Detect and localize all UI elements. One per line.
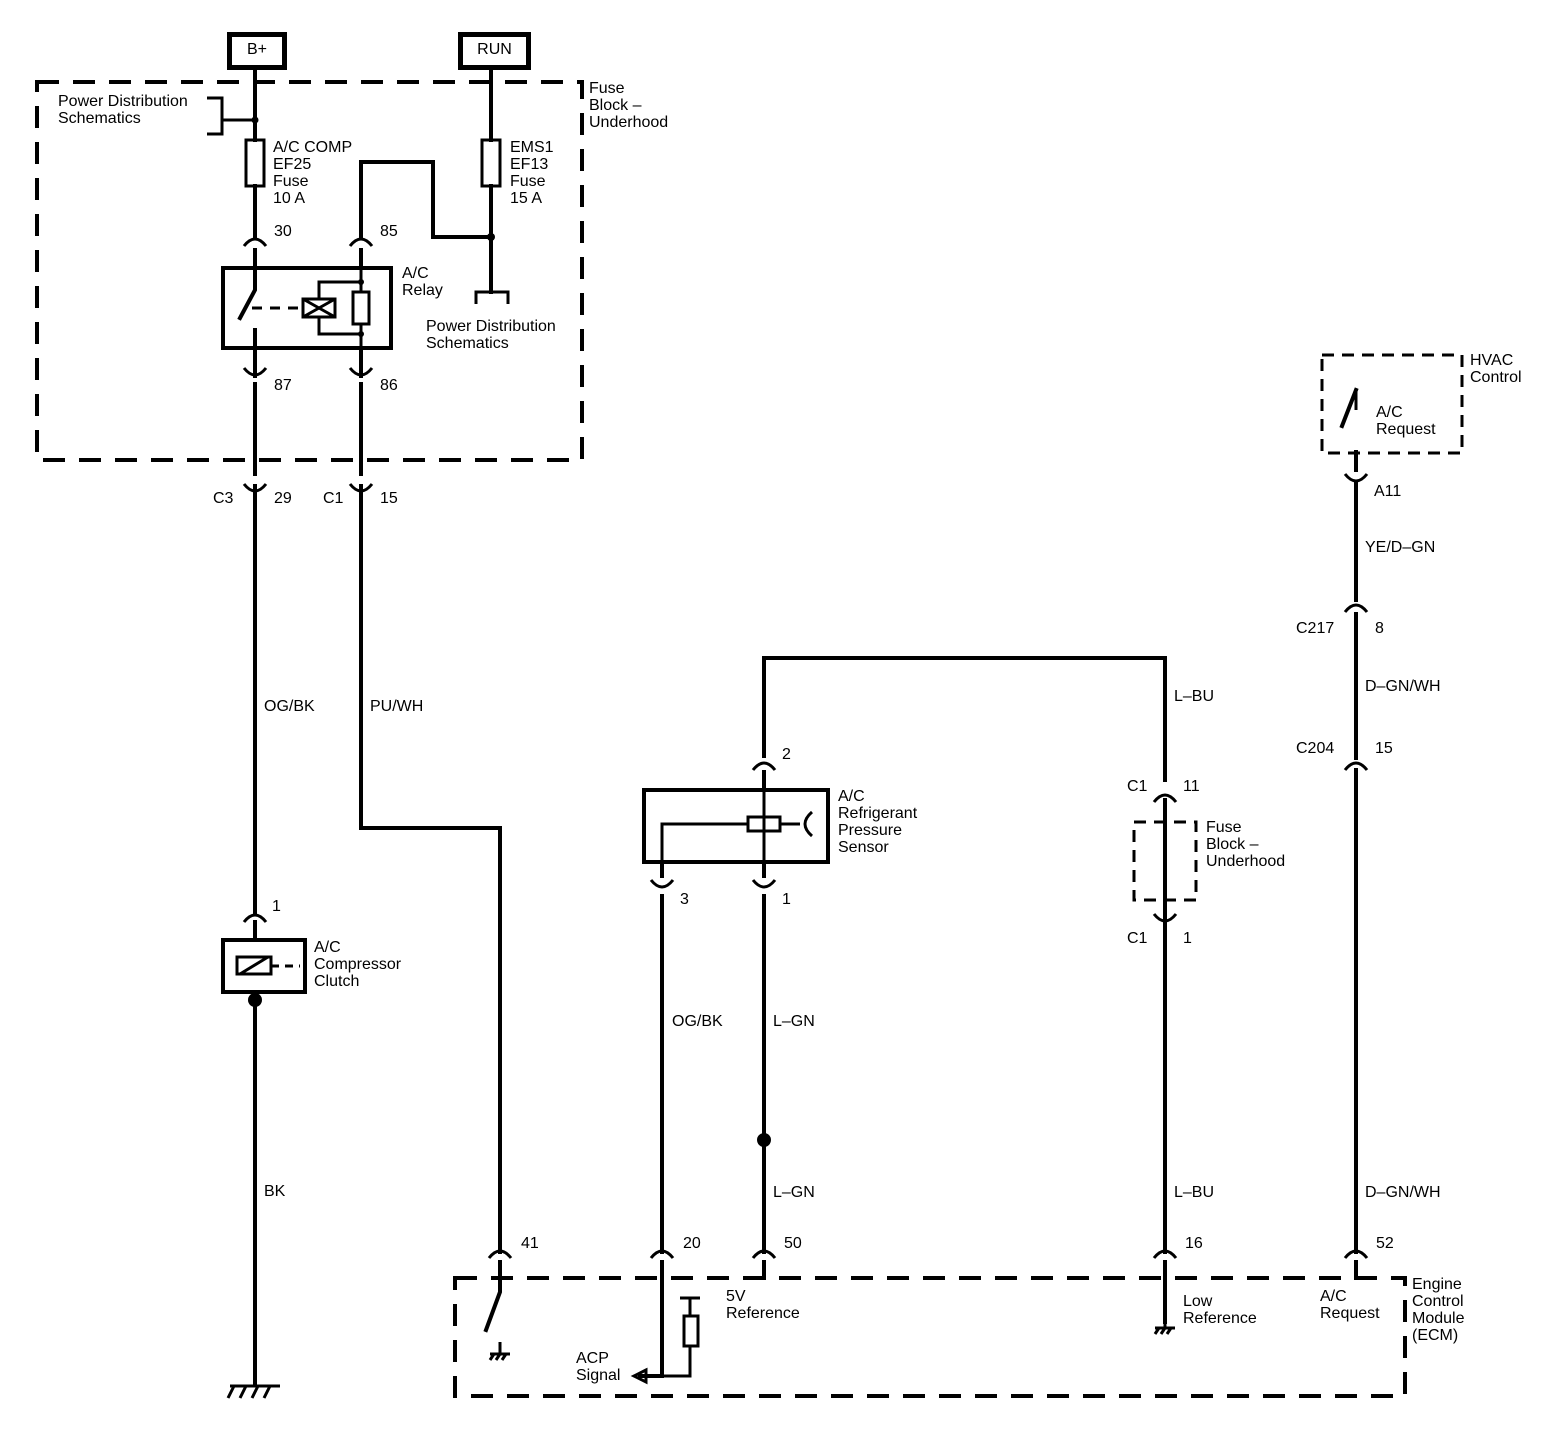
ecm-low-reference-label: Low Reference [1183, 1293, 1257, 1327]
wire-label-l-gn-2: L–GN [773, 1184, 815, 1201]
c204-label: C204 [1296, 740, 1335, 757]
wire-label-dgn-wh-1: D–GN/WH [1365, 678, 1441, 695]
fuse-ac-comp [244, 138, 266, 188]
c204-pin: 15 [1375, 740, 1393, 757]
c3-pin: 29 [274, 490, 292, 507]
c1a-label: C1 [323, 490, 344, 507]
pds-mid-bracket [474, 290, 510, 304]
ecm-pin-50: 50 [784, 1235, 802, 1252]
c1c-label: C1 [1127, 930, 1148, 947]
compressor-pin: 1 [272, 898, 281, 915]
wire-label-l-bu-1: L–BU [1174, 688, 1215, 705]
relay-box [221, 266, 393, 350]
pds-mid-label: Power Distribution Schematics [426, 318, 556, 352]
wire-label-pu-wh: PU/WH [370, 698, 424, 715]
fuse-block-outline [35, 80, 584, 462]
ecm-outline [453, 1276, 1407, 1398]
ecm-pin-52: 52 [1376, 1235, 1394, 1252]
hvac-switch-label: A/C Request [1376, 404, 1436, 438]
fuse-ems1-label: EMS1 EF13 Fuse 15 A [510, 139, 554, 207]
a11-label: A11 [1374, 483, 1402, 500]
wire-label-ye-dgn: YE/D–GN [1365, 539, 1436, 556]
pds-tap [207, 96, 255, 136]
wire-label-l-bu-2: L–BU [1174, 1184, 1215, 1201]
pin-87: 87 [274, 377, 292, 394]
sensor-box [642, 788, 830, 864]
hvac-control-outline [1320, 353, 1464, 455]
bplus-supply: B+ [227, 32, 287, 70]
wire-label-og-bk-2: OG/BK [672, 1013, 723, 1030]
sensor-pin-2: 2 [782, 746, 791, 763]
wire-label-bk: BK [264, 1183, 286, 1200]
wire-l-bu-top [762, 656, 1167, 1254]
fuse-ac-comp-label: A/C COMP EF25 Fuse 10 A [273, 139, 353, 207]
sensor-pin-1: 1 [782, 891, 791, 908]
c217-label: C217 [1296, 620, 1335, 637]
sensor-label: A/C Refrigerant Pressure Sensor [838, 788, 918, 856]
ground-1 [226, 1384, 280, 1399]
pin-30: 30 [274, 223, 292, 240]
compressor-label: A/C Compressor Clutch [314, 939, 402, 990]
ecm-pin-41: 41 [521, 1235, 539, 1252]
relay-coil-feed [359, 160, 493, 270]
ecm-label: Engine Control Module (ECM) [1412, 1276, 1465, 1344]
wire-label-og-bk-1: OG/BK [264, 698, 315, 715]
c1b-pin: 11 [1183, 778, 1200, 795]
fuse-block-label: Fuse Block – Underhood [589, 80, 669, 131]
pin-85: 85 [380, 223, 398, 240]
wire-pu-wh [359, 346, 502, 1254]
ecm-pin-16: 16 [1185, 1235, 1203, 1252]
ecm-5v-ref [662, 1296, 700, 1378]
c1a-pin: 15 [380, 490, 398, 507]
ecm-pin-20: 20 [683, 1235, 701, 1252]
fuse-ems1 [480, 138, 502, 188]
sensor-pin-3: 3 [680, 891, 689, 908]
fuse-block-2-label: Fuse Block – Underhood [1206, 819, 1286, 870]
pds-tap-dot [251, 116, 259, 124]
c217-pin: 8 [1375, 620, 1384, 637]
compressor-box [221, 938, 307, 994]
pds-top-label: Power Distribution Schematics [58, 93, 188, 127]
c1c-pin: 1 [1183, 930, 1192, 947]
wire-label-l-gn-1: L–GN [773, 1013, 815, 1030]
ecm-acp-signal-label: ACP Signal [576, 1350, 621, 1384]
c3-label: C3 [213, 490, 234, 507]
ecm-5v-reference-label: 5V Reference [726, 1288, 800, 1322]
ecm-ac-request-label: A/C Request [1320, 1288, 1380, 1322]
relay-label: A/C Relay [402, 265, 443, 299]
pin-86: 86 [380, 377, 398, 394]
run-supply: RUN [458, 32, 531, 70]
c1b-label: C1 [1127, 778, 1148, 795]
wire-label-dgn-wh-2: D–GN/WH [1365, 1184, 1441, 1201]
hvac-label: HVAC Control [1470, 352, 1522, 386]
